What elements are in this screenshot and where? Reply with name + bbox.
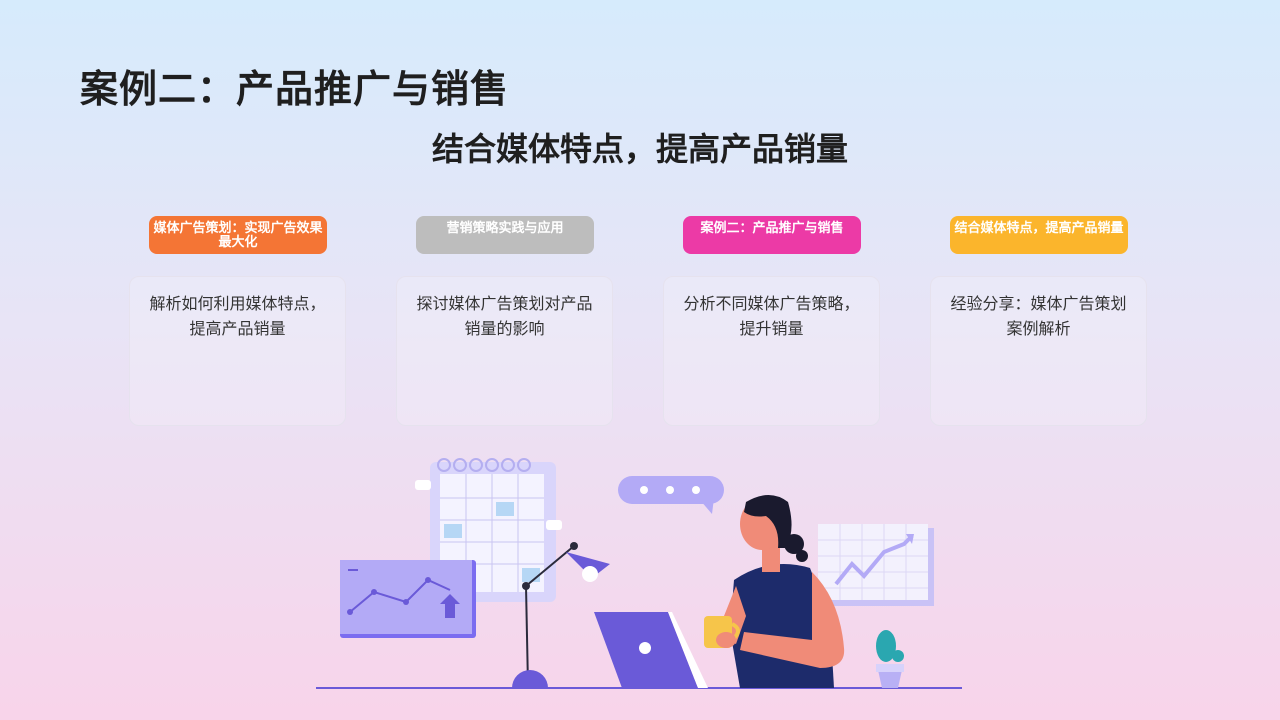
chat-bubble-icon xyxy=(618,476,724,514)
office-illustration xyxy=(316,458,962,689)
laptop-icon xyxy=(594,612,708,688)
plant-icon xyxy=(876,630,904,688)
column-1: 媒体广告策划：实现广告效果最大化 解析如何利用媒体特点，提高产品销量 xyxy=(129,216,346,426)
growth-chart-icon xyxy=(818,524,934,606)
card-text: 探讨媒体广告策划对产品销量的影响 xyxy=(396,276,613,426)
tag-label: 结合媒体特点，提高产品销量 xyxy=(950,216,1128,254)
person-illustration xyxy=(704,495,845,688)
column-2: 营销策略实践与应用 探讨媒体广告策划对产品销量的影响 xyxy=(396,216,613,426)
page-subtitle: 结合媒体特点，提高产品销量 xyxy=(431,130,848,168)
analytics-chart-icon xyxy=(340,560,476,638)
tag-label: 案例二：产品推广与销售 xyxy=(683,216,861,254)
card-text: 解析如何利用媒体特点，提高产品销量 xyxy=(129,276,346,426)
column-3: 案例二：产品推广与销售 分析不同媒体广告策略，提升销量 xyxy=(663,216,880,426)
card-text: 经验分享：媒体广告策划案例解析 xyxy=(930,276,1147,426)
page-title: 案例二：产品推广与销售 xyxy=(80,67,510,111)
card-text: 分析不同媒体广告策略，提升销量 xyxy=(663,276,880,426)
tag-label: 媒体广告策划：实现广告效果最大化 xyxy=(149,216,327,254)
column-4: 结合媒体特点，提高产品销量 经验分享：媒体广告策划案例解析 xyxy=(930,216,1147,426)
tag-label: 营销策略实践与应用 xyxy=(416,216,594,254)
desk-lamp-icon xyxy=(512,542,610,688)
